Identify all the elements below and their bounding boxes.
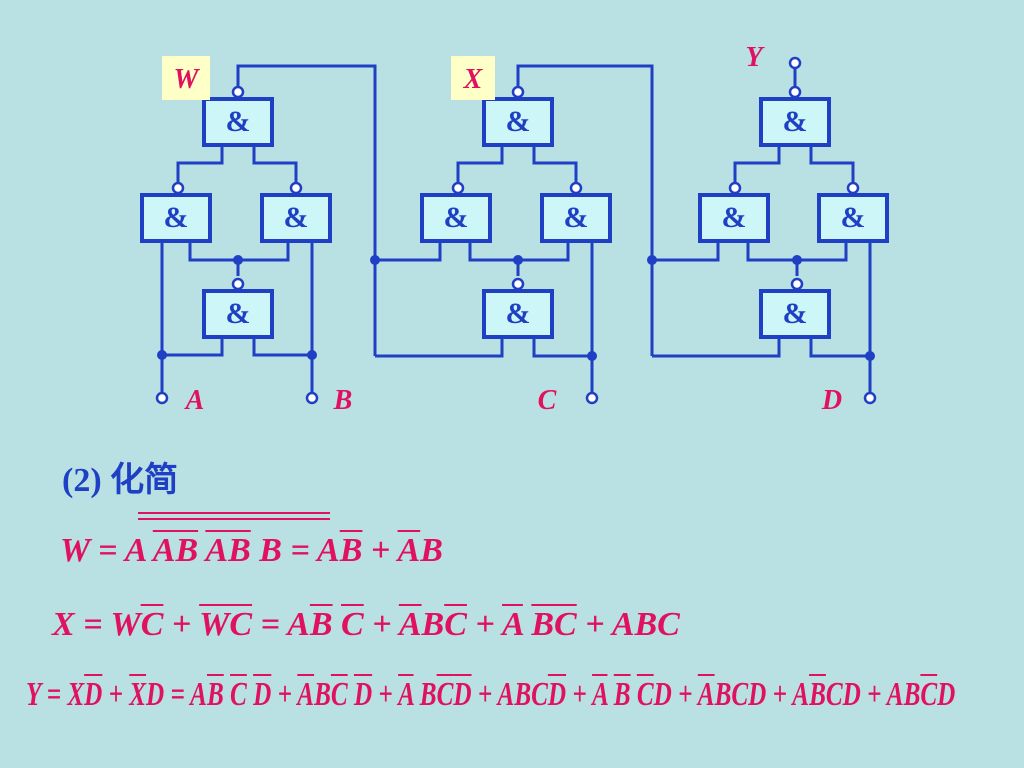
eq-y-p5: X [129,676,147,713]
eq-x-p18: + ABC [576,606,680,643]
equation-x: X = WC + WC = AB C + ABC + A BC + ABC [52,606,680,644]
eq-w-p9: + [362,532,398,569]
eq-x-p17: BC [531,606,577,643]
eq-y-p38: D [937,676,956,713]
label-y: Y [745,42,765,73]
eq-y-p32: D + [653,676,698,713]
nand-gate-2b: & [444,201,469,234]
eq-y-p3: D [84,676,103,713]
eq-x-p5: WC [199,606,253,643]
eq-x-p4: + [163,606,200,643]
nand-gate-3c: & [841,201,866,234]
eq-w-p10: A [397,532,421,569]
nand-gate-2d: & [506,297,531,330]
label-c: C [538,385,557,416]
eq-x-p12: B [421,606,445,643]
label-b: B [333,385,353,416]
eq-x-p3: C [140,606,164,643]
nand-gate-2c: & [564,201,589,234]
eq-y-p17: D [353,676,373,713]
eq-y-p35: B [809,676,826,713]
section-title: (2) 化简 [62,462,179,499]
eq-x-p14: + [466,606,503,643]
w-eq-double-bar-2 [138,518,330,520]
eq-x-p2: = W [74,606,141,643]
label-w: W [174,64,201,95]
eq-y-p14: B [314,676,331,713]
eq-y-p2: = X [40,676,85,713]
nand-gate-3a: & [783,105,808,138]
nand-circuit-diagram: & & & & & & & & & & & & W X Y [140,42,889,416]
eq-y-p23: D [453,676,472,713]
eq-y-p19: A [398,676,414,713]
label-x: X [463,64,484,95]
eq-y-p27: A [592,676,608,713]
nand-gate-1b: & [164,201,189,234]
eq-x-p11: A [398,606,422,643]
nand-gate-1c: & [284,201,309,234]
equation-y: Y = XD + XD = AB C D + ABC D + A BCD + A… [26,676,955,714]
eq-y-p6: D = A [146,676,207,713]
label-d: D [821,385,842,416]
eq-x-p1: X [52,606,75,643]
eq-y-p12: + [271,676,298,713]
eq-y-p18: + [372,676,399,713]
eq-w-p3: AB [152,532,199,569]
eq-y-p13: A [297,676,315,713]
eq-y-p22: C [436,676,454,713]
nand-gate-2a: & [506,105,531,138]
eq-y-p25: D [547,676,567,713]
eq-y-p37: C [920,676,938,713]
eq-y-p34: BCD + A [714,676,810,713]
gate-symbols: & & & & & & & & & & & & [164,105,866,330]
nand-gate-3b: & [722,201,747,234]
eq-x-p15: A [502,606,523,643]
eq-x-p6: = A [252,606,310,643]
eq-w-p6: B [250,532,282,569]
nand-gate-1a: & [226,105,251,138]
eq-w-p11: B [420,532,443,569]
nand-gate-3d: & [783,297,808,330]
eq-y-p24: + ABC [471,676,548,713]
equation-w: W = A AB AB B = AB + AB [60,532,443,570]
eq-y-p7: B [206,676,224,713]
eq-y-p33: A [697,676,715,713]
eq-y-p9: C [230,676,247,713]
eq-w-p8: B [339,532,363,569]
eq-w-p2: = A [89,532,153,569]
eq-y-p29: B [613,676,631,713]
eq-y-p4: + [102,676,130,713]
circuit-wires [160,64,872,395]
label-x-box [451,56,495,100]
junction-dots [157,255,875,361]
eq-x-p13: C [444,606,467,643]
eq-x-p7: B [309,606,333,643]
label-a: A [184,385,205,416]
eq-w-p5: AB [205,532,251,569]
label-w-box [162,56,210,100]
eq-y-p11: D [253,676,272,713]
eq-y-p21: B [419,676,437,713]
eq-y-p15: C [330,676,348,713]
eq-w-p7: = A [281,532,340,569]
eq-x-p8 [333,606,342,643]
inversion-bubbles [155,56,877,405]
eq-y-p36: CD + AB [825,676,921,713]
nand-gate-1d: & [226,297,251,330]
w-eq-double-bar-1 [138,512,330,514]
eq-w-p1: W [60,532,90,569]
eq-x-p10: + [363,606,399,643]
eq-y-p26: + [566,676,593,713]
gate-boxes [140,97,889,339]
eq-y-p1: Y [26,676,41,713]
eq-x-p9: C [341,606,364,643]
eq-y-p31: C [636,676,654,713]
